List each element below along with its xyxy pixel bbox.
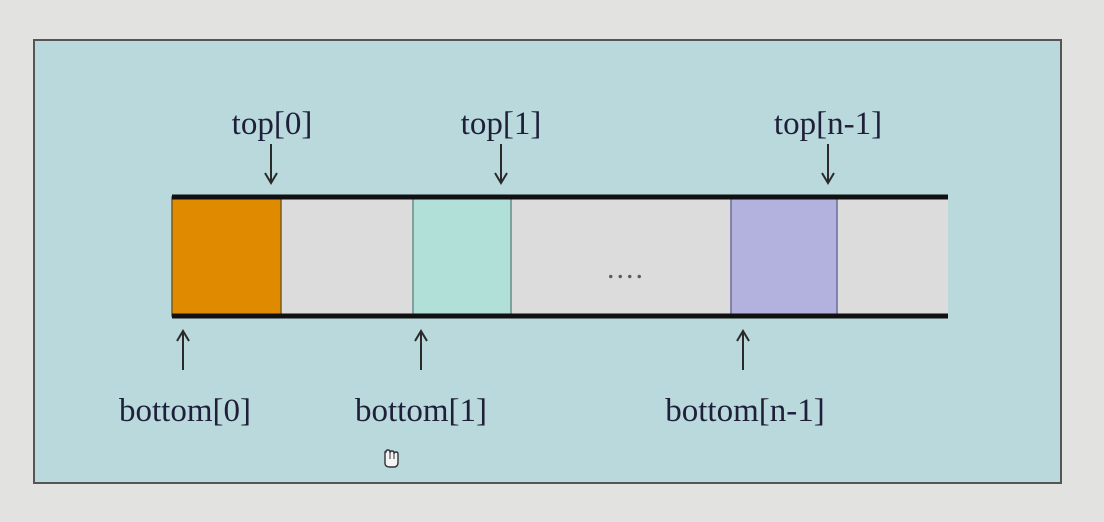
array-ellipsis: .... [607,252,645,285]
hand-cursor-icon [384,449,399,468]
bottom-0-label: bottom[0] [119,393,251,429]
top-n-minus-1-arrow-icon [821,144,835,185]
top-1-label: top[1] [461,106,542,142]
top-n-minus-1-label: top[n-1] [774,106,882,142]
stack-1-cell [412,196,512,317]
top-0-label: top[0] [232,106,313,142]
bottom-1-arrow-icon [414,329,428,370]
bottom-n-minus-1-arrow-icon [736,329,750,370]
top-1-arrow-icon [494,144,508,185]
stack-n-minus-1-cell [730,196,838,317]
bottom-n-minus-1-label: bottom[n-1] [665,393,824,429]
top-0-arrow-icon [264,144,278,185]
bottom-1-label: bottom[1] [355,393,487,429]
stack-0-cell [171,196,282,317]
bottom-0-arrow-icon [176,329,190,370]
